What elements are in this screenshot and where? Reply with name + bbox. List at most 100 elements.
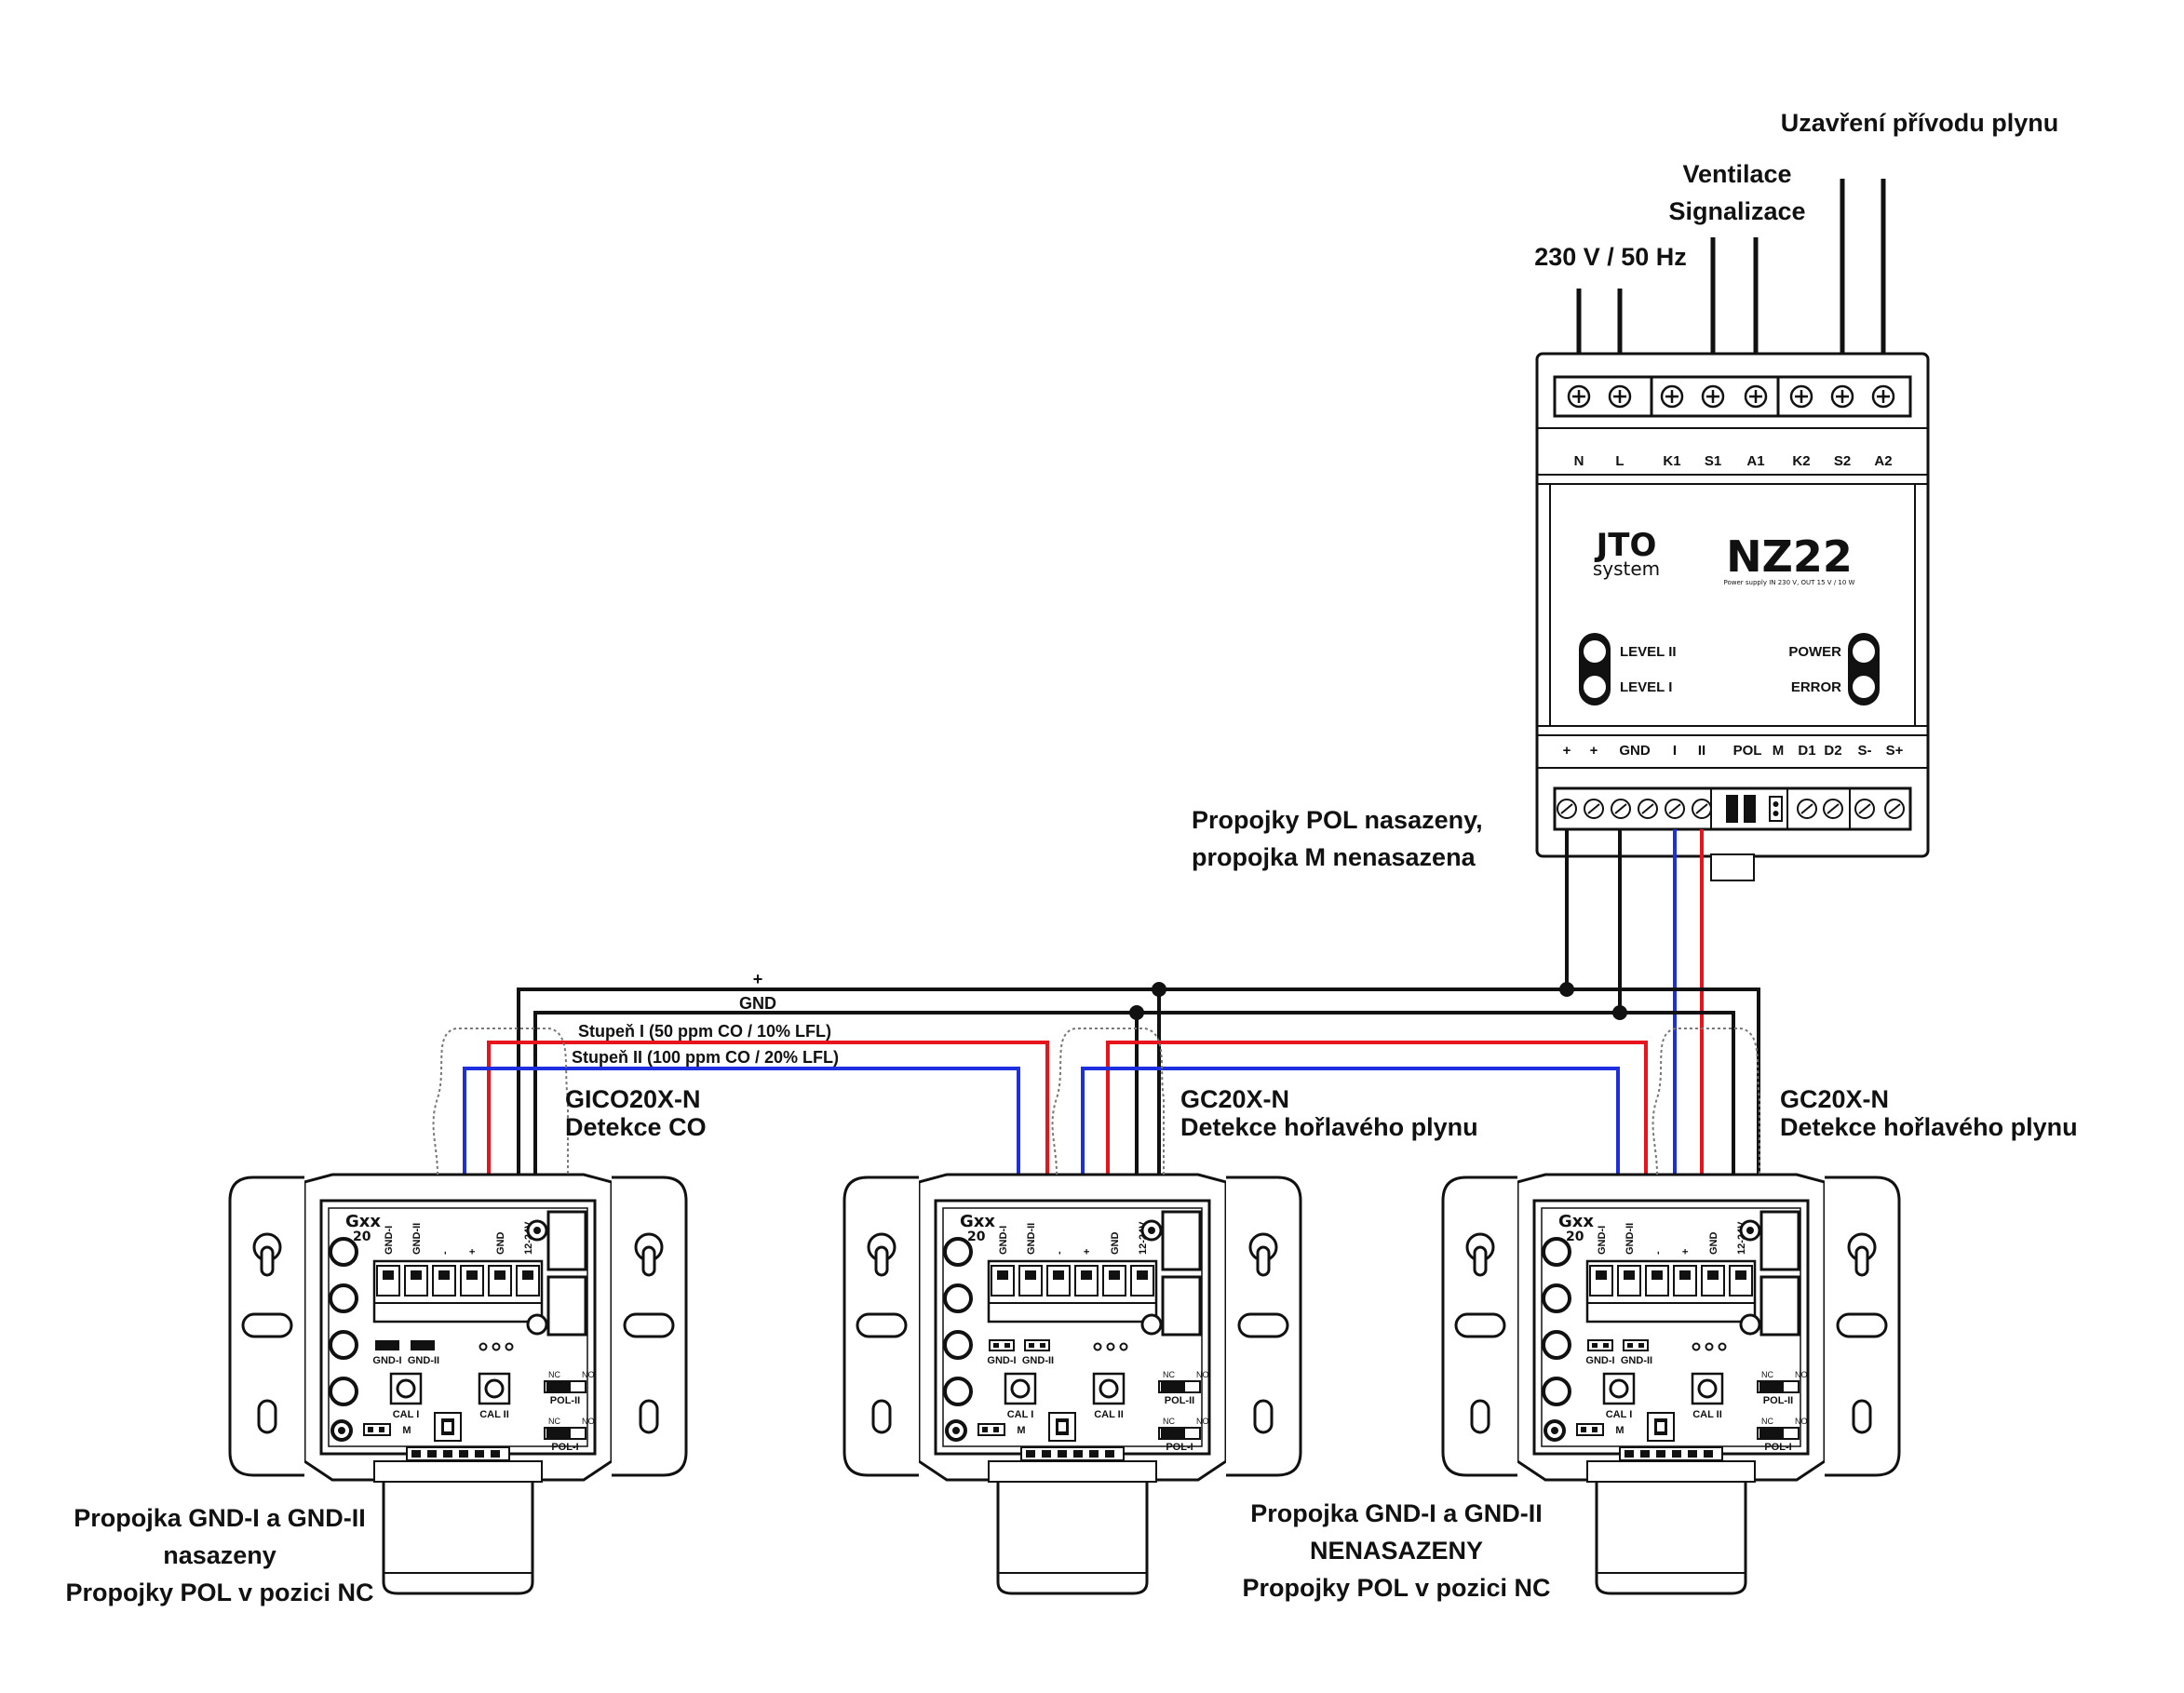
- relay-2: [1161, 1275, 1202, 1337]
- pcb-label: NO: [1795, 1417, 1808, 1426]
- cable-gland: [996, 1480, 1149, 1595]
- pcb-led: [329, 1283, 358, 1313]
- relay-2: [1759, 1275, 1800, 1337]
- bottom-screw: [1557, 799, 1577, 819]
- pcb-label: Gxx: [1558, 1212, 1594, 1231]
- bottom-screw: [1692, 799, 1712, 819]
- detector-2-note-2: NENASAZENY: [1310, 1537, 1483, 1565]
- cal-button: [1004, 1372, 1037, 1405]
- top-screw: [1789, 384, 1813, 409]
- pcb-label: NC: [548, 1417, 560, 1426]
- detector-2-function: Detekce hořlavého plynu: [1180, 1113, 1478, 1141]
- terminal-s-minus: S-: [1858, 743, 1872, 759]
- pcb-label: GND-II: [1625, 1223, 1636, 1255]
- pcb-label: GND-II: [1022, 1355, 1054, 1366]
- mount-slot: [257, 1399, 277, 1434]
- pcb-label: CAL I: [393, 1409, 420, 1420]
- controller-jumper-note-2: propojka M nenasazena: [1192, 843, 1476, 871]
- led-level2-label: LEVEL II: [1620, 644, 1677, 660]
- model-name: NZ22: [1726, 531, 1853, 582]
- terminal-k2: K2: [1792, 453, 1810, 469]
- label-gas-cutoff: Uzavření přívodu plynu: [1781, 109, 2059, 137]
- pcb-label: -: [1054, 1251, 1065, 1255]
- controller-jumper-note-1: Propojky POL nasazeny,: [1192, 806, 1483, 834]
- mount-slot: [1852, 1399, 1872, 1434]
- pcb-label: M: [1615, 1425, 1624, 1436]
- bottom-screw: [1884, 799, 1905, 819]
- pcb-label: NC: [548, 1370, 560, 1379]
- relay-1: [546, 1210, 587, 1271]
- pcb-label: NC: [1761, 1370, 1773, 1379]
- mount-slot: [639, 1399, 659, 1434]
- pcb-label: GND-I: [998, 1226, 1009, 1255]
- pcb-led: [943, 1330, 973, 1360]
- pcb-label: GND-II: [1621, 1355, 1652, 1366]
- pcb-label: 20: [1566, 1229, 1584, 1244]
- cable-gland: [382, 1480, 534, 1595]
- pcb-led: [329, 1237, 358, 1267]
- bottom-screw: [1797, 799, 1817, 819]
- terminal-m: M: [1773, 743, 1785, 759]
- pcb-led: [329, 1377, 358, 1406]
- bottom-screw: [1584, 799, 1604, 819]
- led-power-label: POWER: [1788, 644, 1841, 660]
- terminal-plus-1: +: [1563, 743, 1571, 759]
- bottom-screw: [1854, 799, 1875, 819]
- pcb-label: POL-I: [551, 1442, 578, 1453]
- pcb-label: NO: [1196, 1370, 1209, 1379]
- terminal-a1: A1: [1746, 453, 1764, 469]
- pcb-led: [1542, 1237, 1571, 1267]
- pcb-led: [943, 1237, 973, 1267]
- top-screw: [1608, 384, 1632, 409]
- pcb-label: GND: [1708, 1232, 1719, 1256]
- pcb-label: -: [439, 1251, 451, 1255]
- top-wires: [1576, 179, 1886, 356]
- bottom-terminal-labels: + + GND I II POL M D1 D2 S- S+: [1563, 743, 1904, 759]
- pcb-label: NC: [1163, 1417, 1175, 1426]
- bus-plus-label: +: [753, 970, 763, 988]
- pcb-label: POL-II: [1763, 1395, 1793, 1406]
- pcb-label: Gxx: [345, 1212, 381, 1231]
- pcb-label: GND-II: [411, 1223, 423, 1255]
- detector-1-note-1: Propojka GND-I a GND-II: [74, 1504, 366, 1532]
- pcb-label: GND: [495, 1232, 506, 1256]
- label-ventilation: Ventilace: [1682, 160, 1791, 188]
- bus-gnd-label: GND: [739, 994, 776, 1013]
- detector-1-note-3: Propojky POL v pozici NC: [65, 1579, 373, 1606]
- label-mains: 230 V / 50 Hz: [1534, 243, 1687, 271]
- terminal-l: L: [1615, 453, 1624, 469]
- pcb-label: M: [1017, 1425, 1025, 1436]
- pcb-label: POL-I: [1166, 1442, 1193, 1453]
- led-level1-label: LEVEL I: [1620, 679, 1672, 695]
- pcb-led: [1542, 1283, 1571, 1313]
- pcb-label: GND-I: [1597, 1226, 1608, 1255]
- cable-gland: [1595, 1480, 1747, 1595]
- pcb-label: NO: [582, 1370, 595, 1379]
- pcb-label: CAL II: [479, 1409, 509, 1420]
- terminal-k1: K1: [1663, 453, 1680, 469]
- detector-2-model: GC20X-N: [1180, 1085, 1289, 1113]
- top-terminal-labels: N L K1 S1 A1 K2 S2 A2: [1574, 453, 1893, 469]
- pcb-label: GND-I: [372, 1355, 401, 1366]
- bottom-screw: [1638, 799, 1658, 819]
- relay-2: [546, 1275, 587, 1337]
- pcb-led: [943, 1283, 973, 1313]
- pcb-label: GND: [1110, 1232, 1121, 1256]
- detector-2-note-3: Propojky POL v pozici NC: [1242, 1574, 1550, 1602]
- detector-1-note-2: nasazeny: [163, 1541, 276, 1569]
- bottom-screw: [1665, 799, 1685, 819]
- top-screw: [1744, 384, 1768, 409]
- pcb-label: Gxx: [960, 1212, 995, 1231]
- controller-nz22: N L K1 S1 A1 K2 S2 A2 JTO system NZ22 Po…: [1535, 352, 1930, 881]
- pcb-label: NO: [1795, 1370, 1808, 1379]
- pcb-label: M: [402, 1425, 411, 1436]
- pol-jumper-1: [1726, 795, 1738, 823]
- terminal-ii: II: [1698, 743, 1705, 759]
- top-terminal-block: [1553, 375, 1912, 418]
- pcb-label: +: [1082, 1249, 1093, 1255]
- terminal-plus-2: +: [1590, 743, 1598, 759]
- pcb-label: NO: [582, 1417, 595, 1426]
- detector-3-function: Detekce hořlavého plynu: [1780, 1113, 2078, 1141]
